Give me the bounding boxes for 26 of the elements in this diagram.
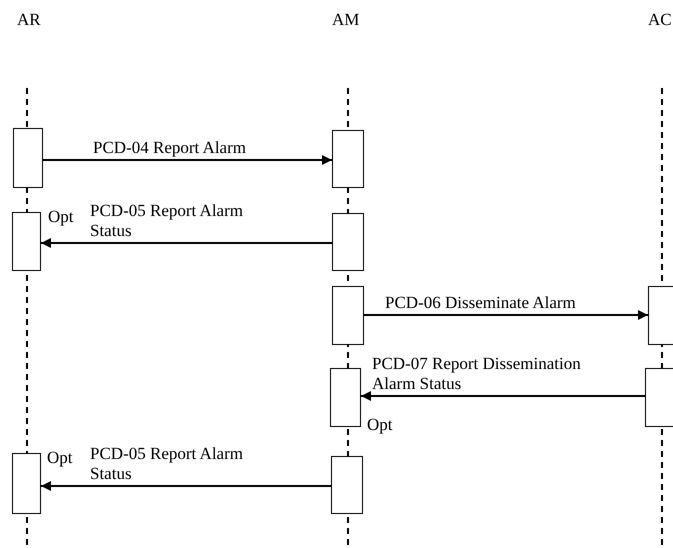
participant-label: AC <box>648 10 672 30</box>
activation-bar <box>12 212 41 271</box>
optional-note: Opt <box>48 207 74 227</box>
participant-label: AM <box>332 10 360 30</box>
message-arrow <box>361 391 645 401</box>
message-arrow <box>41 481 331 491</box>
message-label: PCD-04 Report Alarm <box>93 138 247 158</box>
activation-bar <box>332 213 364 271</box>
message-arrow <box>43 155 332 165</box>
optional-note: Opt <box>367 415 392 435</box>
message-label: PCD-07 Report Dissemination Alarm Status <box>372 354 582 394</box>
activation-bar <box>330 368 361 427</box>
activation-bar <box>332 286 364 345</box>
message-label: PCD-05 Report Alarm Status <box>90 201 244 241</box>
participant-label: AR <box>17 10 41 30</box>
message-arrow <box>41 238 332 248</box>
message-arrow <box>364 310 648 320</box>
activation-bar <box>645 368 673 427</box>
activation-bar <box>13 128 43 188</box>
activation-bar <box>12 453 41 514</box>
activation-bar <box>332 130 364 188</box>
message-label: PCD-05 Report Alarm Status <box>90 444 244 484</box>
activation-bar <box>331 456 363 514</box>
activation-bar <box>648 286 673 345</box>
optional-note: Opt <box>47 448 72 468</box>
message-label: PCD-06 Disseminate Alarm <box>385 293 577 313</box>
